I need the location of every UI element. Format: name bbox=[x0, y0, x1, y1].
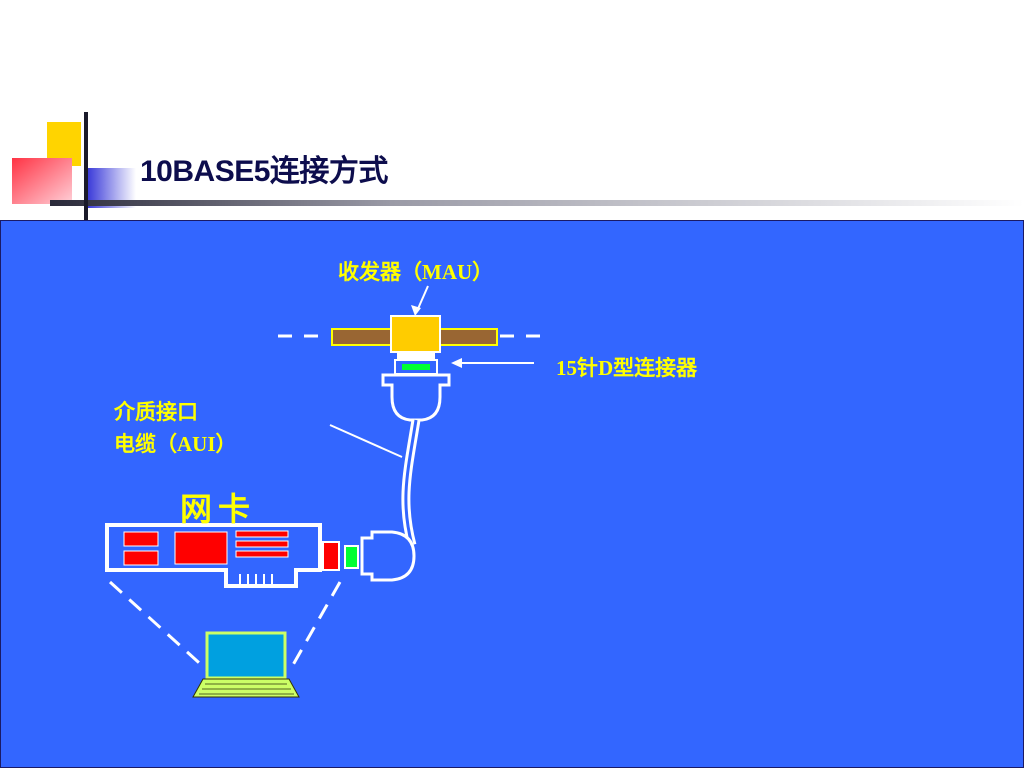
slide-title: 10BASE5连接方式 bbox=[140, 155, 388, 188]
diagram-panel bbox=[0, 220, 1024, 768]
label-d-connector: 15针D型连接器 bbox=[556, 356, 698, 380]
nic-bracket bbox=[322, 541, 340, 571]
projection-line-left bbox=[108, 580, 209, 672]
projection-line-right bbox=[287, 581, 342, 673]
transceiver-base bbox=[397, 352, 435, 360]
laptop-keyboard bbox=[199, 683, 294, 695]
title-decoration bbox=[12, 112, 1024, 220]
aui-cable-core bbox=[404, 419, 418, 546]
deco-horizontal-rule bbox=[50, 200, 1024, 206]
arrow-transceiver bbox=[416, 285, 429, 312]
arrow-d-connector-head bbox=[451, 358, 462, 368]
label-transceiver: 收发器（MAU） bbox=[338, 260, 494, 284]
laptop-screen bbox=[205, 631, 287, 680]
d-connector-nic bbox=[360, 530, 416, 582]
deco-red-square bbox=[12, 158, 72, 204]
deco-vertical-rule bbox=[84, 112, 88, 220]
arrow-aui-cable bbox=[329, 424, 403, 458]
nic-chip-main bbox=[174, 531, 228, 565]
nic-chip-strip-1 bbox=[235, 530, 289, 538]
nic-chip-strip-3 bbox=[235, 550, 289, 558]
network-card bbox=[105, 523, 322, 588]
nic-edge-contacts bbox=[239, 574, 273, 584]
nic-chip-strip-2 bbox=[235, 540, 289, 548]
nic-port-pins bbox=[344, 545, 359, 569]
label-aui-cable-line1: 介质接口 bbox=[114, 400, 198, 424]
arrow-transceiver-head bbox=[411, 305, 421, 316]
nic-chip-left-top bbox=[123, 531, 159, 547]
nic-chip-left-bottom bbox=[123, 550, 159, 566]
d-connector-top bbox=[381, 373, 451, 422]
label-aui-cable-line2: 电缆（AUI） bbox=[114, 432, 237, 456]
label-network-card: 网卡 bbox=[180, 491, 257, 527]
transceiver-pins bbox=[402, 364, 430, 370]
transceiver-body bbox=[390, 315, 441, 353]
